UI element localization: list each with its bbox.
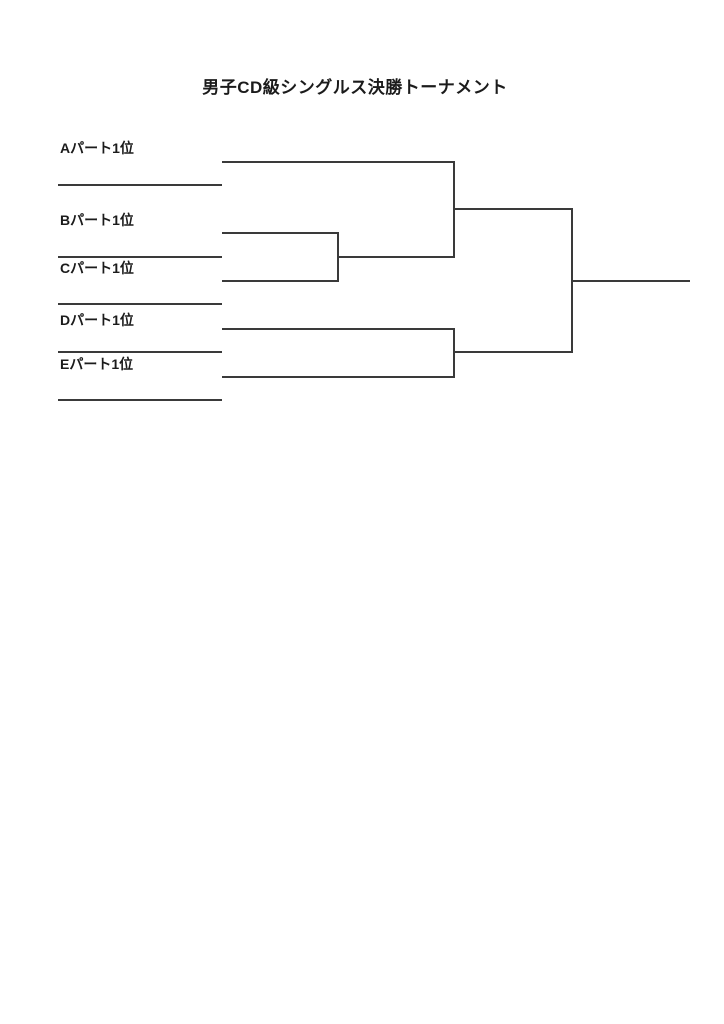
semifinal-bottom-vertical [453,328,455,378]
seed-line-3 [58,303,222,305]
semifinal-bottom-winner-line [453,351,573,353]
entry-line-a [222,161,455,163]
entry-line-d [222,328,455,330]
final-winner-line [571,280,690,282]
entry-line-e [222,376,455,378]
seed-line-5 [58,399,222,401]
match-bc-winner-line [337,256,455,258]
entry-label-a: Aパート1位 [60,140,134,156]
seed-line-1 [58,184,222,186]
seed-line-2 [58,256,222,258]
entry-label-e: Eパート1位 [60,356,134,372]
page-title: 男子CD級シングルス決勝トーナメント [202,78,508,97]
entry-line-b [222,232,339,234]
entry-label-b: Bパート1位 [60,212,134,228]
entry-label-c: Cパート1位 [60,260,134,276]
seed-line-4 [58,351,222,353]
entry-label-d: Dパート1位 [60,312,134,328]
semifinal-top-winner-line [453,208,573,210]
entry-line-c [222,280,339,282]
